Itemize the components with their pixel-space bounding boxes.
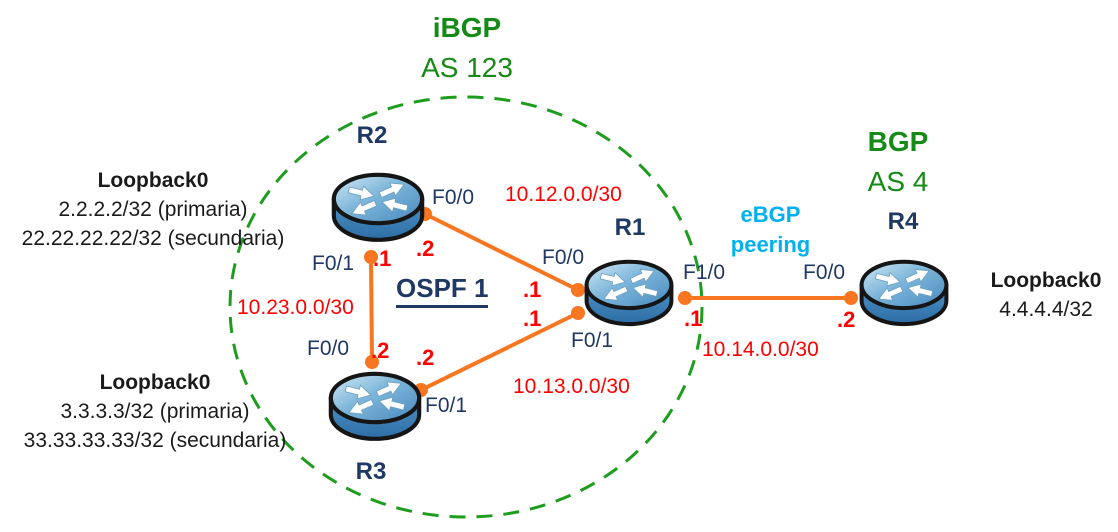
ip-r3-f00: .2 bbox=[371, 338, 390, 363]
ebgp-line1: eBGP bbox=[740, 202, 801, 227]
ibgp-title: iBGP bbox=[432, 12, 502, 43]
endpoint-r2-f01 bbox=[364, 250, 378, 264]
iface-r3-f00: F0/0 bbox=[307, 337, 350, 360]
ebgp-line2: peering bbox=[730, 232, 811, 257]
router-label-r1: R1 bbox=[614, 214, 646, 241]
loopback-block-r4: Loopback0 4.4.4.4/32 bbox=[966, 266, 1118, 324]
iface-r1-f10: F1/0 bbox=[683, 261, 726, 284]
iface-r2-f01: F0/1 bbox=[312, 252, 355, 275]
endpoint-r1-f00 bbox=[571, 283, 585, 297]
router-icon bbox=[328, 168, 428, 250]
router-icon bbox=[856, 255, 952, 334]
ip-r2-f01: .1 bbox=[373, 246, 392, 271]
subnet-label-r2-r3: 10.23.0.0/30 bbox=[237, 296, 354, 319]
ip-r1-f01: .1 bbox=[523, 306, 542, 331]
link-r2-r1 bbox=[424, 212, 579, 292]
ibgp-as-boundary-ellipse bbox=[228, 95, 704, 519]
subnet-label-r1-r3: 10.13.0.0/30 bbox=[513, 375, 630, 398]
router-icon bbox=[325, 366, 425, 450]
iface-r1-f00: F0/0 bbox=[542, 246, 585, 269]
endpoint-r3-f00 bbox=[365, 355, 379, 369]
ip-r4-f00: .2 bbox=[837, 307, 856, 332]
router-r4 bbox=[856, 255, 952, 334]
iface-r1-f01: F0/1 bbox=[571, 329, 614, 352]
endpoint-r1-f01 bbox=[571, 306, 585, 320]
loopback-title-r4: Loopback0 bbox=[990, 269, 1102, 292]
subnet-label-r1-r2: 10.12.0.0/30 bbox=[505, 183, 622, 206]
loopback-address-r4: 4.4.4.4/32 bbox=[999, 298, 1093, 321]
ip-r1-f00: .1 bbox=[523, 277, 542, 302]
ip-r3-f01: .2 bbox=[416, 345, 435, 370]
ebgp-peering-label: eBGP peering bbox=[703, 200, 838, 260]
iface-r3-f01: F0/1 bbox=[425, 394, 468, 417]
router-r1 bbox=[581, 255, 677, 334]
router-r3 bbox=[325, 366, 425, 450]
subnet-label-r1-r4: 10.14.0.0/30 bbox=[702, 338, 819, 361]
iface-r4-f00: F0/0 bbox=[803, 261, 846, 284]
ospf-process-label: OSPF 1 bbox=[396, 273, 489, 308]
ip-r2-f00: .2 bbox=[416, 236, 435, 261]
router-label-r4: R4 bbox=[887, 208, 919, 235]
loopback-primary-r2: 2.2.2.2/32 (primaria) bbox=[58, 198, 248, 221]
router-icon bbox=[581, 255, 677, 334]
iface-r2-f00: F0/0 bbox=[432, 186, 475, 209]
link-r2-r3 bbox=[369, 256, 374, 363]
ibgp-as-label: AS 123 bbox=[421, 52, 513, 83]
router-label-r2: R2 bbox=[356, 122, 388, 149]
loopback-primary-r3: 3.3.3.3/32 (primaria) bbox=[60, 400, 250, 423]
link-r3-r1 bbox=[420, 311, 579, 392]
router-label-r3: R3 bbox=[355, 458, 387, 485]
loopback-title-r3: Loopback0 bbox=[99, 371, 211, 394]
endpoint-r1-f10 bbox=[678, 291, 692, 305]
loopback-block-r2: Loopback0 2.2.2.2/32 (primaria) 22.22.22… bbox=[0, 166, 306, 253]
loopback-block-r3: Loopback0 3.3.3.3/32 (primaria) 33.33.33… bbox=[2, 368, 308, 455]
loopback-title-r2: Loopback0 bbox=[97, 169, 209, 192]
router-r2 bbox=[328, 168, 428, 250]
bgp-as-label: AS 4 bbox=[867, 166, 929, 197]
loopback-secondary-r3: 33.33.33.33/32 (secundaria) bbox=[23, 429, 287, 452]
endpoint-r4-f00 bbox=[844, 291, 858, 305]
loopback-secondary-r2: 22.22.22.22/32 (secundaria) bbox=[21, 227, 285, 250]
ip-r1-f10: .1 bbox=[684, 306, 703, 331]
bgp-title: BGP bbox=[867, 126, 929, 157]
